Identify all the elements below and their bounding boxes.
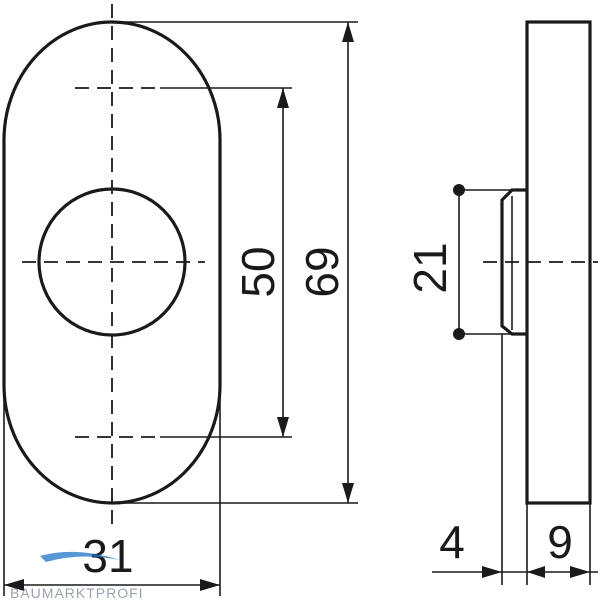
dimension-width: 31 [3, 385, 221, 596]
front-view [2, 4, 222, 530]
watermark-text: BAUMARKTPROFI [10, 585, 144, 600]
boss-depth-label: 4 [439, 516, 465, 568]
plate-thickness-label: 9 [547, 516, 573, 568]
boss-diameter-label: 21 [404, 242, 456, 293]
dimension-total-height: 69 [112, 21, 358, 504]
arrowhead [200, 579, 220, 591]
total-height-label: 69 [296, 246, 348, 297]
arrowhead [342, 22, 354, 42]
boss-outline [500, 188, 527, 336]
dimension-hole-spacing: 50 [160, 87, 292, 438]
logo-swoosh-icon [40, 551, 120, 562]
arrowhead [4, 579, 24, 591]
dimension-dot [453, 184, 465, 196]
watermark-logo: BAUMARKTPROFI [10, 551, 144, 600]
arrowhead [277, 417, 289, 437]
side-view [483, 20, 598, 505]
hole-spacing-label: 50 [232, 246, 284, 297]
arrowhead [570, 566, 590, 578]
dimension-plate-thickness: 9 [527, 503, 598, 585]
arrowhead [342, 483, 354, 503]
arrowhead [277, 88, 289, 108]
dimension-dot [453, 328, 465, 340]
arrowhead [482, 566, 502, 578]
dimension-boss-diameter: 21 [404, 184, 512, 340]
